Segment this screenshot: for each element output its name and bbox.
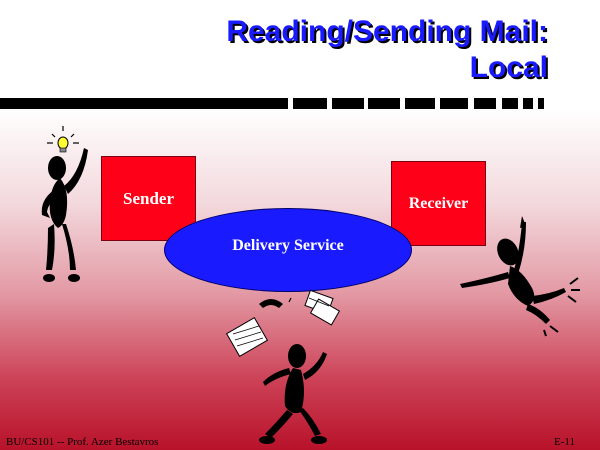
sender-label: Sender xyxy=(123,189,174,208)
receiver-box: Receiver xyxy=(391,161,486,246)
stick-figure-juggling xyxy=(225,289,341,444)
footer-page-number: E-11 xyxy=(554,436,575,448)
slide-title-line1: Reading/Sending Mail: xyxy=(226,15,548,48)
footer-course: BU/CS101 -- Prof. Azer Bestavros xyxy=(6,436,159,448)
telephone-icon xyxy=(259,297,292,308)
stick-figure-idea xyxy=(41,126,88,282)
sender-box: Sender xyxy=(101,156,196,241)
receiver-label: Receiver xyxy=(408,195,469,212)
stick-figure-falling xyxy=(460,216,580,337)
letters-icon xyxy=(304,289,341,326)
delivery-service-label: Delivery Service xyxy=(232,237,344,254)
lightbulb-icon xyxy=(47,126,79,153)
slide-title-line2: Local xyxy=(469,51,548,84)
delivery-service-ellipse: Delivery Service xyxy=(164,208,412,292)
keyboard-icon xyxy=(225,317,269,357)
slide-title: Reading/Sending Mail: Local xyxy=(128,14,548,86)
